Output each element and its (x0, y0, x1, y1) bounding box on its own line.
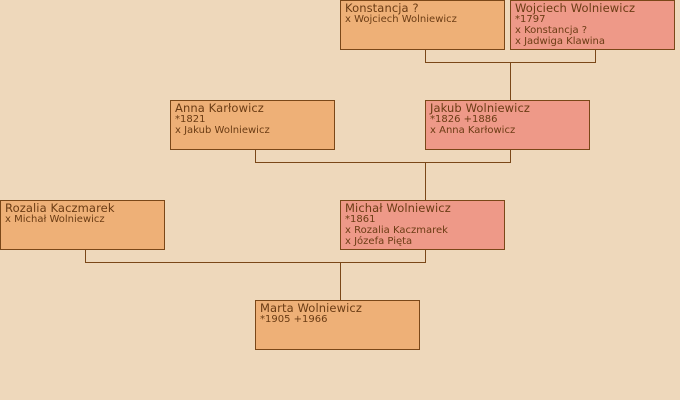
connector (255, 150, 256, 162)
connector (425, 162, 426, 200)
person-name: Wojciech Wolniewicz (515, 1, 636, 15)
person-box-wojciech[interactable]: Wojciech Wolniewicz *1797 x Konstancja ?… (510, 0, 675, 50)
connector (85, 262, 426, 263)
person-box-anna[interactable]: Anna Karłowicz *1821 x Jakub Wolniewicz (170, 100, 335, 150)
person-name: Jakub Wolniewicz (430, 101, 531, 115)
person-dates: *1821 (175, 114, 206, 125)
connector (85, 250, 86, 262)
person-box-rozalia[interactable]: Rozalia Kaczmarek x Michał Wolniewicz (0, 200, 165, 250)
person-spouse: x Michał Wolniewicz (5, 214, 105, 225)
person-dates: *1905 +1966 (260, 314, 328, 325)
person-name: Konstancja ? (345, 1, 419, 15)
person-box-michal[interactable]: Michał Wolniewicz *1861 x Rozalia Kaczma… (340, 200, 505, 250)
person-spouse: x Jakub Wolniewicz (175, 125, 270, 136)
person-spouse: x Wojciech Wolniewicz (345, 14, 457, 25)
person-dates: *1797 (515, 14, 546, 25)
person-dates: *1826 +1886 (430, 114, 498, 125)
person-box-jakub[interactable]: Jakub Wolniewicz *1826 +1886 x Anna Karł… (425, 100, 590, 150)
person-name: Michał Wolniewicz (345, 201, 451, 215)
connector (340, 262, 341, 300)
connector (425, 250, 426, 262)
person-spouse: x Anna Karłowicz (430, 125, 516, 136)
person-spouse: x Józefa Pięta (345, 236, 413, 247)
connector (425, 50, 426, 62)
person-dates: *1861 (345, 214, 376, 225)
person-box-konstancja[interactable]: Konstancja ? x Wojciech Wolniewicz (340, 0, 505, 50)
person-spouse: x Jadwiga Klawina (515, 36, 606, 47)
connector (510, 62, 511, 100)
connector (510, 150, 511, 162)
person-spouse: x Konstancja ? (515, 25, 588, 36)
person-name: Rozalia Kaczmarek (5, 201, 115, 215)
person-spouse: x Rozalia Kaczmarek (345, 225, 448, 236)
person-name: Anna Karłowicz (175, 101, 264, 115)
connector (255, 162, 511, 163)
person-box-marta[interactable]: Marta Wolniewicz *1905 +1966 (255, 300, 420, 350)
person-name: Marta Wolniewicz (260, 301, 362, 315)
connector (595, 50, 596, 62)
